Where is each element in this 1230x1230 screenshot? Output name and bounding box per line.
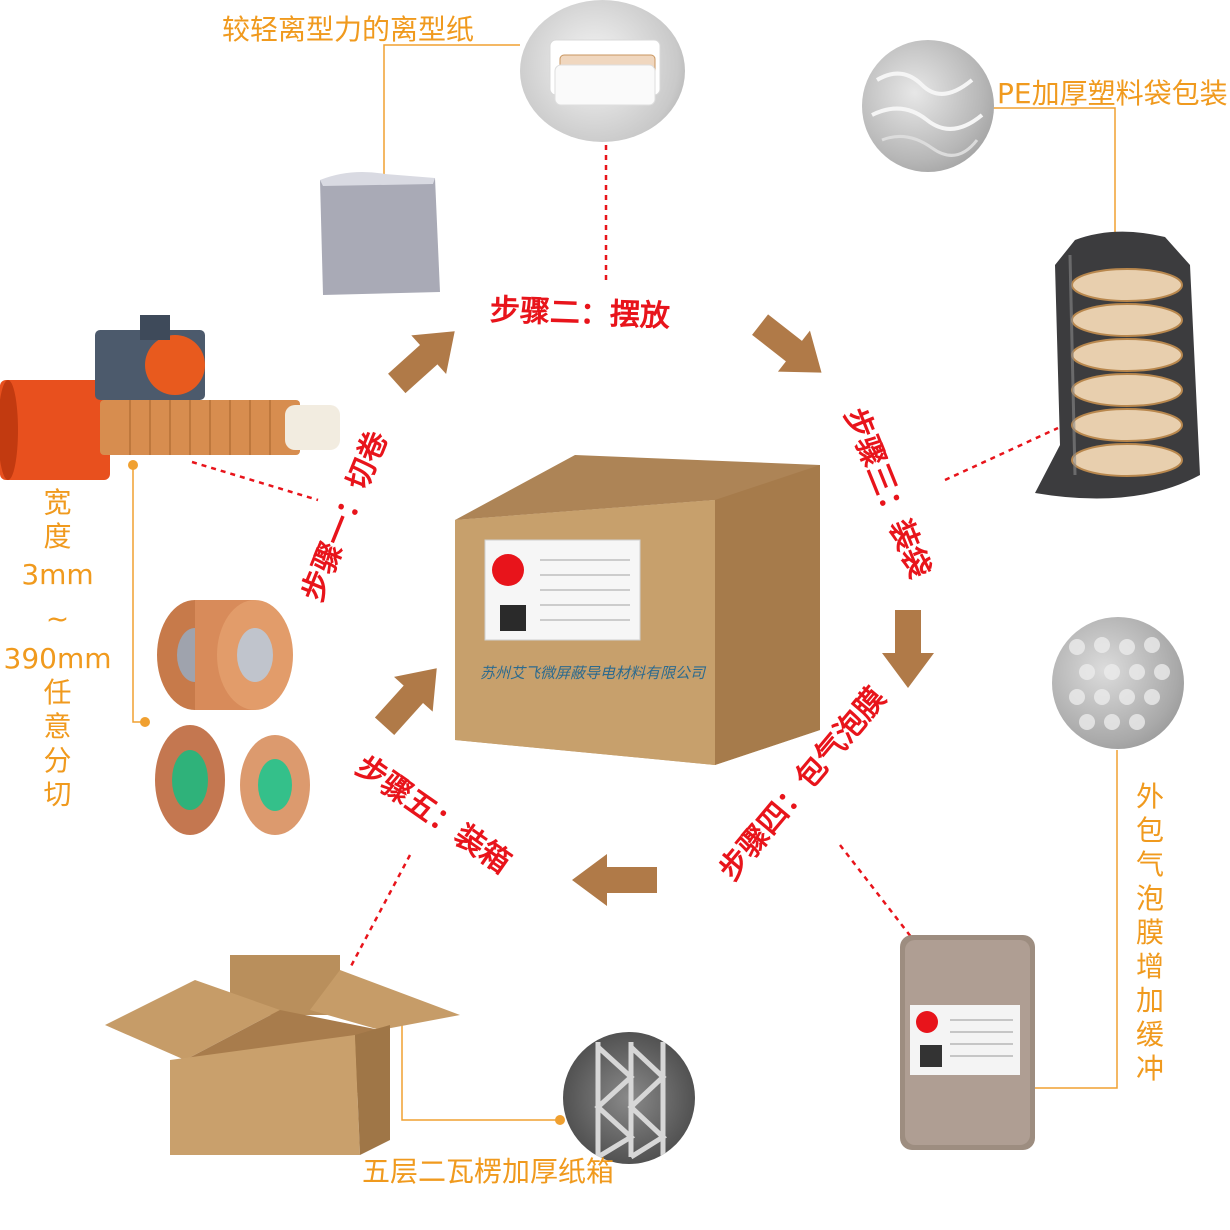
bubble-film-label: 外 包 气 泡 膜 增 加 缓 冲 bbox=[1128, 780, 1172, 1086]
step-2-label: 步骤二：摆放 bbox=[489, 292, 671, 335]
leader-bubble bbox=[1030, 750, 1118, 1089]
width-line: 3mm bbox=[21, 558, 94, 591]
dash-step4 bbox=[839, 844, 916, 943]
bubble-line: 增 bbox=[1135, 950, 1164, 983]
arrow-step1-to-step2 bbox=[388, 331, 455, 394]
width-line: ~ bbox=[45, 602, 70, 635]
bubble-line: 冲 bbox=[1135, 1052, 1164, 1085]
carton-label: 五层二瓦楞加厚纸箱 bbox=[362, 1155, 615, 1188]
slitting-machine-photo bbox=[0, 305, 345, 485]
corrugated-section-photo bbox=[563, 1032, 695, 1164]
bagged-rolls-photo bbox=[1015, 225, 1210, 510]
pe-bag-label: PE加厚塑料袋包装 bbox=[997, 77, 1228, 110]
central-carton-box: 苏州艾飞微屏蔽导电材料有限公司 bbox=[445, 440, 830, 770]
bubble-line: 泡 bbox=[1135, 882, 1164, 915]
bubble-wrapped-package-photo bbox=[895, 930, 1040, 1155]
width-line: 分 bbox=[43, 744, 72, 777]
release-paper-sheet bbox=[315, 170, 445, 300]
bubble-line: 加 bbox=[1135, 984, 1164, 1017]
width-line: 宽 bbox=[43, 486, 72, 519]
leader-release-paper bbox=[383, 44, 520, 186]
dash-step5 bbox=[348, 854, 412, 969]
leader-carton bbox=[401, 1015, 560, 1121]
width-line: 390mm bbox=[3, 642, 112, 675]
arrow-step2-to-step3 bbox=[752, 314, 822, 373]
bubble-line: 气 bbox=[1135, 848, 1164, 881]
leader-width bbox=[132, 465, 145, 723]
width-line: 任 bbox=[43, 676, 72, 709]
open-carton-photo bbox=[100, 950, 470, 1165]
arrow-step3-to-step4 bbox=[882, 610, 934, 688]
bubble-line: 外 bbox=[1135, 780, 1164, 813]
width-line: 切 bbox=[43, 778, 72, 811]
width-range-label: 宽 度 3mm ~ 390mm 任 意 分 切 bbox=[0, 486, 115, 812]
box-company-text: 苏州艾飞微屏蔽导电材料有限公司 bbox=[480, 664, 706, 682]
arrow-step5-to-center bbox=[374, 668, 437, 735]
dash-step1 bbox=[191, 460, 319, 502]
leader-dot bbox=[140, 717, 150, 727]
bubble-line: 膜 bbox=[1135, 916, 1164, 949]
release-paper-label: 较轻离型力的离型纸 bbox=[222, 13, 475, 46]
leader-dot bbox=[555, 1115, 565, 1125]
leader-pe-bag bbox=[990, 107, 1116, 238]
width-line: 度 bbox=[43, 520, 72, 553]
leader-dot bbox=[128, 460, 138, 470]
dash-step3 bbox=[944, 426, 1059, 482]
copper-tape-rolls-photo bbox=[150, 590, 325, 845]
bubble-line: 包 bbox=[1135, 814, 1164, 847]
arrow-step4-to-step5 bbox=[572, 854, 657, 906]
release-paper-photo bbox=[520, 0, 685, 142]
bubble-wrap-photo bbox=[1052, 617, 1184, 749]
bubble-line: 缓 bbox=[1135, 1018, 1164, 1051]
width-line: 意 bbox=[43, 710, 72, 743]
pe-bag-photo bbox=[862, 40, 994, 172]
